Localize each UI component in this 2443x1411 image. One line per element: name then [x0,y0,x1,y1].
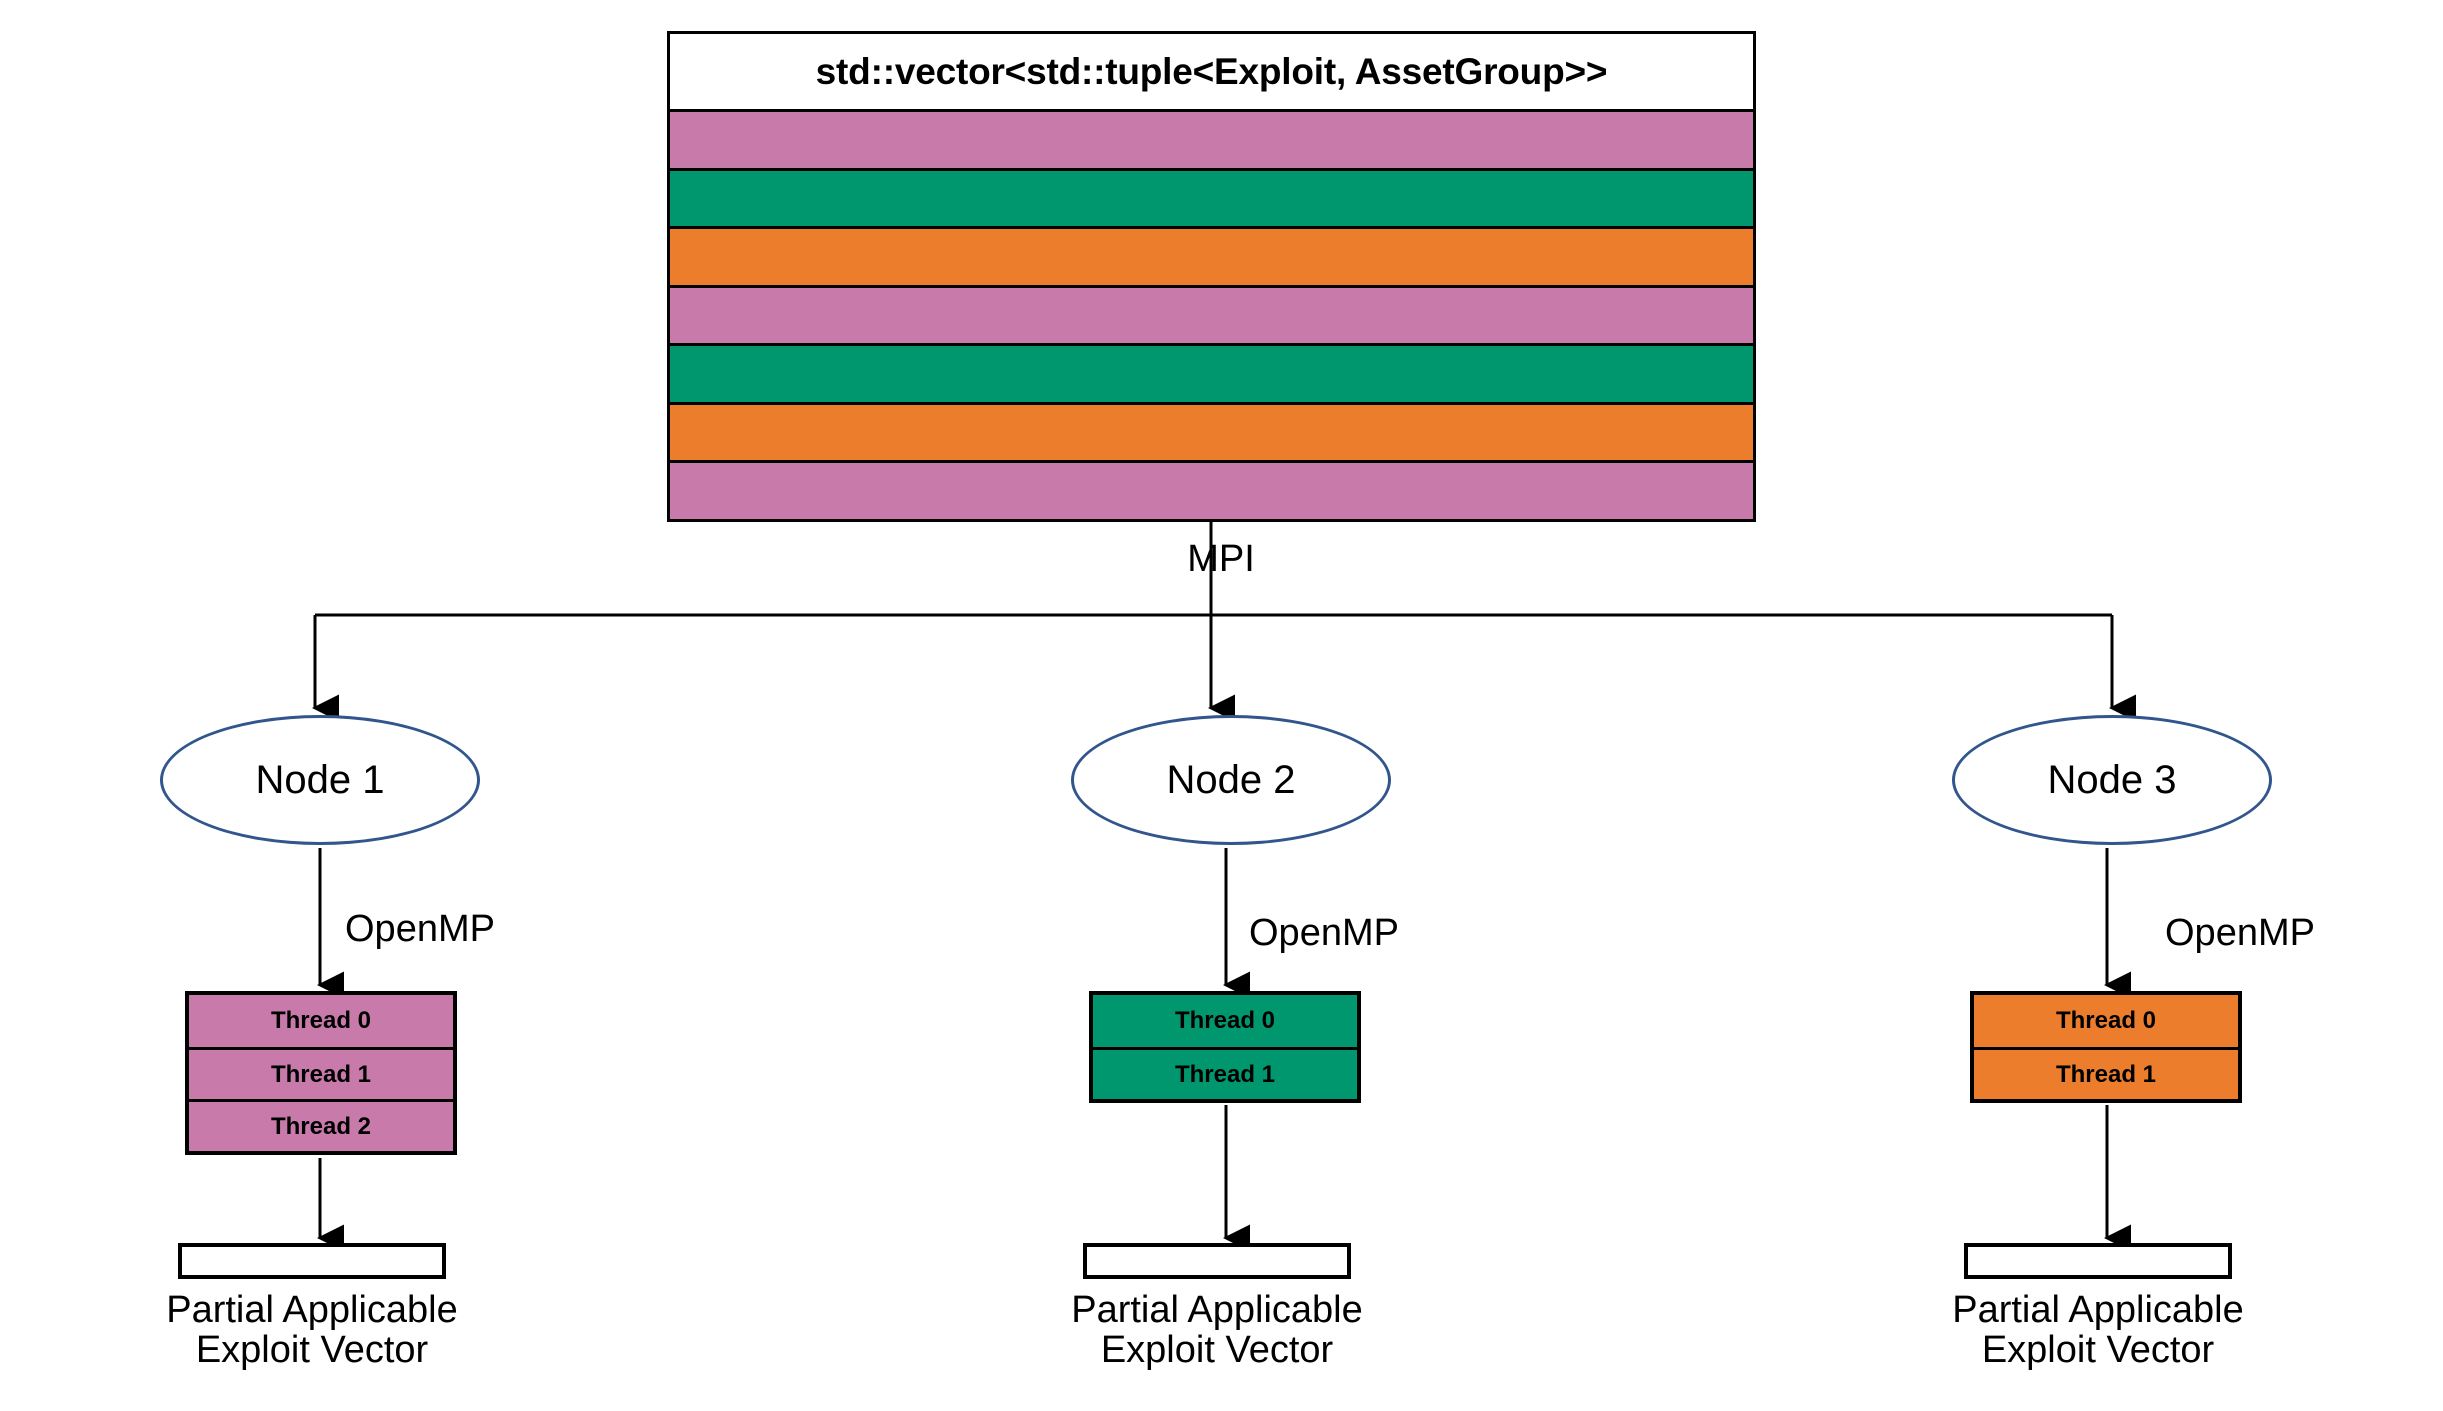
caption-line-3a: Partial Applicable [1952,1289,2244,1331]
vector-row-5 [670,401,1753,461]
openmp-label-1: OpenMP [345,908,495,950]
thread-box-2-0: Thread 0 [1093,995,1357,1047]
openmp-label-2: OpenMP [1249,912,1399,954]
thread-box-1-1: Thread 1 [189,1047,453,1099]
partial-exploit-vector-caption-3: Partial Applicable Exploit Vector [1883,1290,2313,1371]
exploit-vector-container: std::vector<std::tuple<Exploit, AssetGro… [667,31,1756,522]
thread-box-3-0: Thread 0 [1974,995,2238,1047]
node-ellipse-1[interactable]: Node 1 [160,715,480,845]
node-ellipse-3[interactable]: Node 3 [1952,715,2272,845]
thread-box-1-2: Thread 2 [189,1099,453,1151]
node-label-2: Node 2 [1166,757,1296,802]
partial-exploit-vector-caption-2: Partial Applicable Exploit Vector [1002,1290,1432,1371]
vector-row-4 [670,343,1753,402]
caption-line-1a: Partial Applicable [166,1289,458,1331]
vector-row-6 [670,460,1753,520]
caption-line-1b: Exploit Vector [195,1329,429,1372]
thread-box-1-0: Thread 0 [189,995,453,1047]
node-label-3: Node 3 [2047,757,2177,802]
openmp-label-3: OpenMP [2165,912,2315,954]
mpi-label: MPI [1187,538,1255,580]
caption-line-2b: Exploit Vector [1100,1329,1334,1372]
caption-line-3b: Exploit Vector [1981,1329,2215,1372]
partial-exploit-vector-caption-1: Partial Applicable Exploit Vector [97,1290,527,1371]
vector-type-title: std::vector<std::tuple<Exploit, AssetGro… [815,50,1608,92]
partial-exploit-vector-box-1 [178,1243,446,1279]
caption-line-2a: Partial Applicable [1071,1289,1363,1331]
vector-row-2 [670,226,1753,285]
node-label-1: Node 1 [255,757,385,802]
vector-rows-list [670,109,1753,520]
thread-box-3-1: Thread 1 [1974,1047,2238,1099]
vector-row-0 [670,109,1753,168]
partial-exploit-vector-box-3 [1964,1243,2232,1279]
partial-exploit-vector-box-2 [1083,1243,1351,1279]
thread-box-2-1: Thread 1 [1093,1047,1357,1099]
node-ellipse-2[interactable]: Node 2 [1071,715,1391,845]
vector-row-1 [670,167,1753,227]
vector-row-3 [670,284,1753,344]
